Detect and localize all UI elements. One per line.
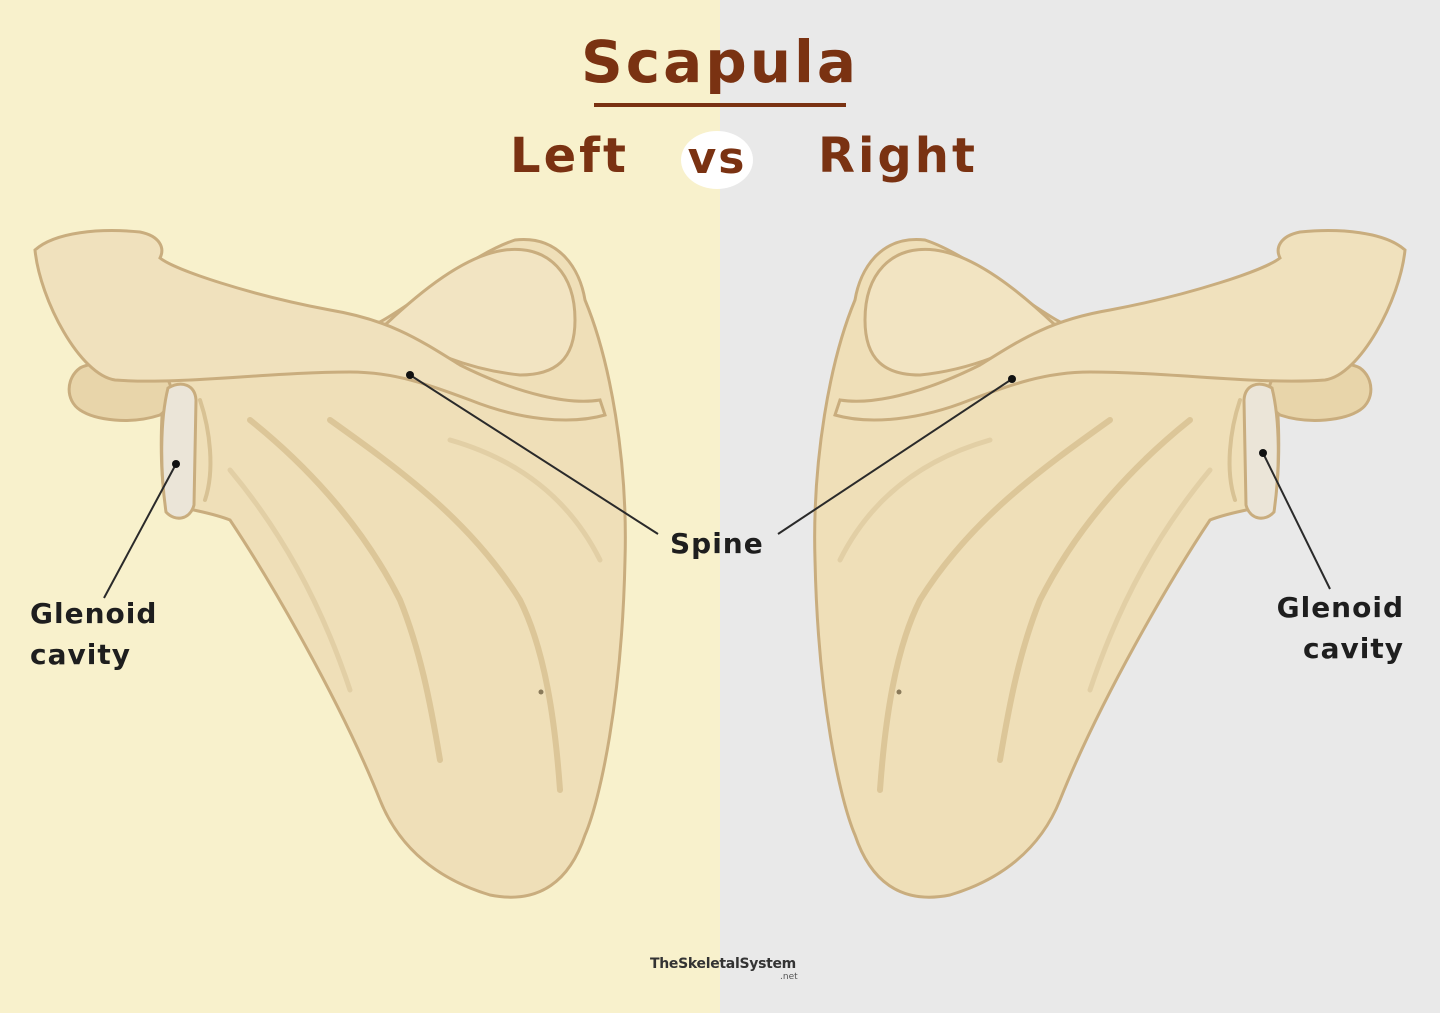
glenoid-leader-right bbox=[1262, 452, 1331, 590]
spine-dot-right bbox=[1008, 375, 1016, 383]
glenoid-cavity-label-right: Glenoid cavity bbox=[1268, 587, 1404, 669]
right-scapula bbox=[815, 231, 1405, 898]
watermark-suffix: .net bbox=[780, 972, 798, 982]
spine-leader-left bbox=[409, 374, 659, 535]
glenoid-right-line1: Glenoid bbox=[1276, 591, 1404, 624]
right-heading: Right bbox=[818, 128, 978, 184]
glenoid-right-line2: cavity bbox=[1303, 632, 1404, 665]
spine-dot-left bbox=[406, 371, 414, 379]
glenoid-dot-right bbox=[1259, 449, 1267, 457]
glenoid-dot-left bbox=[172, 460, 180, 468]
spine-label: Spine bbox=[670, 527, 764, 560]
title-underline bbox=[594, 103, 846, 107]
glenoid-leader-left bbox=[103, 463, 177, 599]
glenoid-left-line2: cavity bbox=[30, 638, 131, 671]
left-scapula bbox=[35, 231, 625, 898]
left-heading: Left bbox=[510, 128, 629, 184]
vs-badge: vs bbox=[681, 131, 753, 189]
spine-leader-right bbox=[777, 378, 1013, 535]
glenoid-left-line1: Glenoid bbox=[30, 597, 158, 630]
glenoid-cavity-label-left: Glenoid cavity bbox=[30, 593, 157, 675]
page-title: Scapula bbox=[580, 28, 860, 96]
watermark-brand: TheSkeletalSystem bbox=[650, 956, 796, 972]
